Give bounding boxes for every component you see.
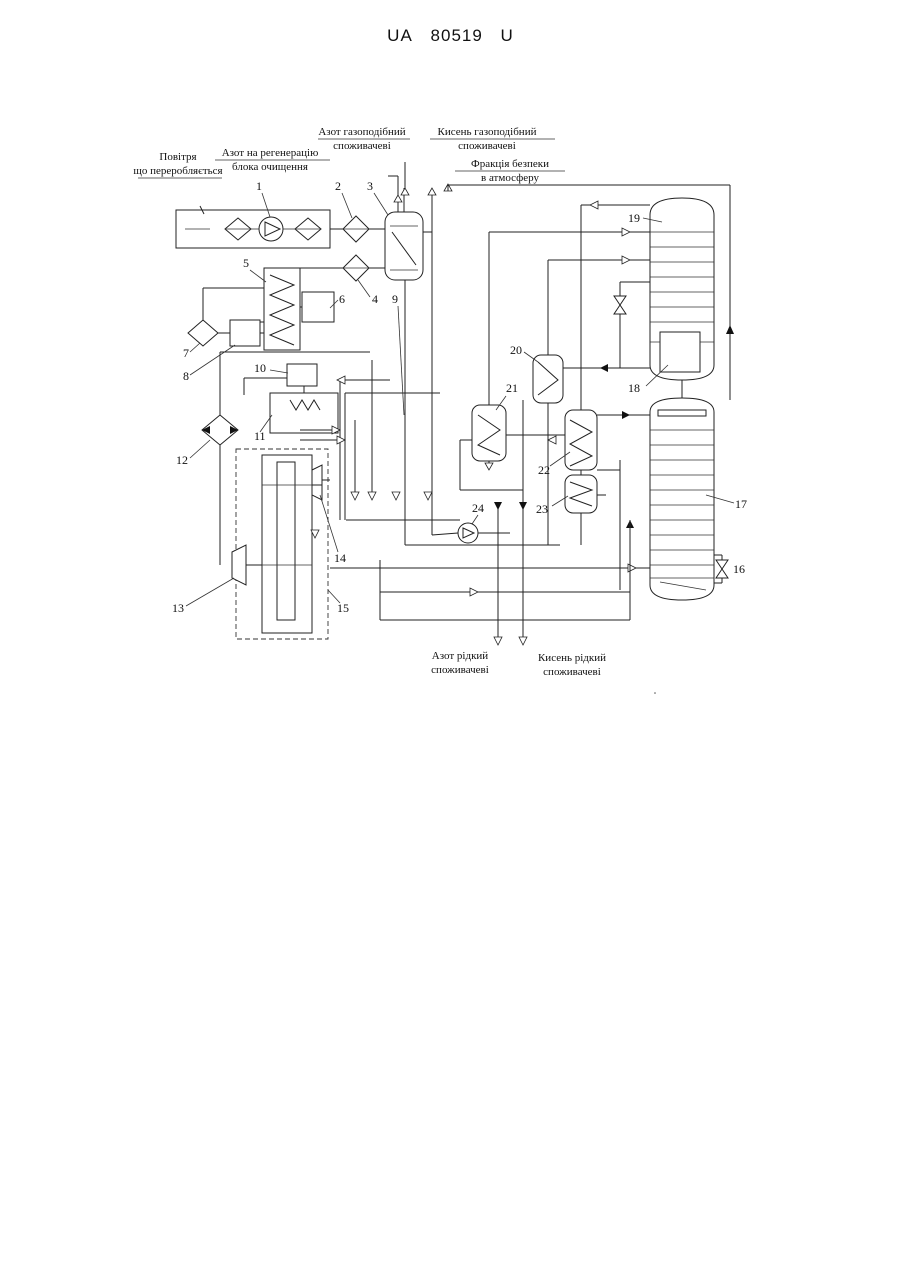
label-n2gas-line2: споживачеві: [333, 140, 391, 152]
num-21: 21: [506, 381, 518, 395]
num-6: 6: [339, 292, 345, 306]
label-o2gas-line2: споживачеві: [458, 140, 516, 152]
label-safety-line2: в атмосферу: [481, 172, 539, 184]
turbine-13: [232, 545, 246, 585]
heat-exchanger-21: [472, 405, 506, 461]
num-4: 4: [372, 292, 378, 306]
upper-column-19: [650, 198, 714, 380]
unit-10: [287, 364, 317, 386]
heat-exchanger-20: [533, 355, 563, 403]
label-o2liq-line2: споживачеві: [543, 666, 601, 678]
num-20: 20: [510, 343, 522, 357]
label-o2gas-line1: Кисень газоподібний: [438, 126, 537, 138]
num-2: 2: [335, 179, 341, 193]
compressor-14: [312, 465, 322, 500]
air-purification-block: [176, 206, 330, 248]
label-air-line2: що переробляється: [133, 165, 222, 177]
condenser-18: [660, 332, 700, 372]
num-12: 12: [176, 453, 188, 467]
num-1: 1: [256, 179, 262, 193]
num-24: 24: [472, 501, 484, 515]
valve-16: [716, 560, 728, 569]
lower-column-17: [650, 398, 714, 600]
label-n2liq-line2: споживачеві: [431, 664, 489, 676]
label-n2liq-line1: Азот рідкий: [432, 650, 489, 662]
num-5: 5: [243, 256, 249, 270]
filter-7: [188, 320, 218, 346]
num-10: 10: [254, 361, 266, 375]
num-18: 18: [628, 381, 640, 395]
scan-speck: [654, 692, 656, 694]
label-regen-line1: Азот на регенерацію: [222, 147, 319, 159]
unit-8: [230, 320, 260, 346]
heat-exchanger-3: [385, 188, 423, 280]
label-regen-line2: блока очищення: [232, 161, 308, 173]
label-air-line1: Повітря: [159, 151, 196, 163]
num-8: 8: [183, 369, 189, 383]
num-11: 11: [254, 429, 266, 443]
num-13: 13: [172, 601, 184, 615]
num-23: 23: [536, 502, 548, 516]
label-safety-line1: Фракція безпеки: [471, 158, 549, 170]
num-17: 17: [735, 497, 747, 511]
turbo-shaft: [277, 462, 295, 620]
label-n2gas-line1: Азот газоподібний: [318, 126, 405, 138]
num-3: 3: [367, 179, 373, 193]
num-19: 19: [628, 211, 640, 225]
num-14: 14: [334, 551, 346, 565]
num-7: 7: [183, 346, 189, 360]
unit-11: [270, 393, 338, 433]
heat-exchanger-5: [264, 268, 334, 350]
num-15: 15: [337, 601, 349, 615]
num-16: 16: [733, 562, 745, 576]
num-22: 22: [538, 463, 550, 477]
label-o2liq-line1: Кисень рідкий: [538, 652, 606, 664]
valve-reflux: [614, 296, 626, 305]
num-9: 9: [392, 292, 398, 306]
